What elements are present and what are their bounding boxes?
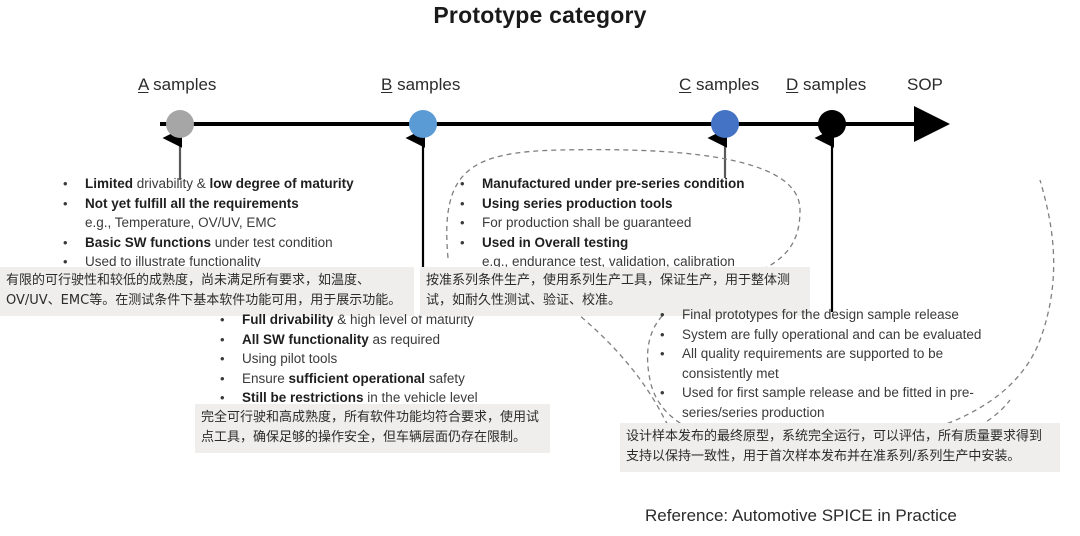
bullet-text: Using pilot tools bbox=[242, 351, 338, 366]
bullet-text: All quality requirements are supported t… bbox=[682, 346, 944, 361]
bullet-dot-icon: • bbox=[220, 351, 225, 366]
bullet-dot-icon: • bbox=[460, 176, 465, 191]
bullet-item: • Limited drivability & low degree of mat… bbox=[63, 174, 423, 194]
bullet-text: Final prototypes for the design sample r… bbox=[682, 307, 959, 322]
bullet-item: • Still be restrictions in the vehicle le… bbox=[220, 388, 560, 408]
bullet-text: e.g., Temperature, OV/UV, EMC bbox=[85, 215, 277, 230]
bullet-text: Used in Overall testing bbox=[482, 234, 629, 250]
bullet-item: • System are fully operational and can be… bbox=[660, 325, 1040, 345]
translation-box-c-samples: 按准系列条件生产，使用系列生产工具，保证生产，用于整体测试，如耐久性测试、验证、… bbox=[420, 267, 810, 316]
bullet-text: series/series production bbox=[682, 404, 825, 420]
bullet-item: • Used in Overall testing bbox=[460, 233, 805, 253]
bullet-text: Full drivability & high level of maturit… bbox=[242, 312, 474, 327]
milestone-label-c[interactable]: C samples bbox=[679, 75, 759, 95]
bullet-item: • Not yet fulfill all the requirements bbox=[63, 194, 423, 214]
translation-box-d-samples: 设计样本发布的最终原型，系统完全运行，可以评估，所有质量要求得到支持以保持一致性… bbox=[620, 423, 1060, 472]
bullet-dot-icon: • bbox=[220, 331, 225, 347]
reference-note: Reference: Automotive SPICE in Practice bbox=[645, 506, 957, 525]
bullet-item: •series/series production bbox=[660, 403, 1040, 423]
bullet-text: Using series production tools bbox=[482, 195, 673, 211]
bullet-dot-icon: • bbox=[63, 176, 68, 191]
bullet-block-c-samples: • Manufactured under pre-series condition… bbox=[460, 174, 805, 272]
bullet-dot-icon: • bbox=[220, 370, 225, 386]
milestone-letter-c: C bbox=[679, 75, 692, 94]
bullet-dot-icon: • bbox=[63, 195, 68, 211]
bullet-item: •consistently met bbox=[660, 364, 1040, 384]
milestone-label-sop[interactable]: SOP bbox=[907, 75, 943, 95]
bullet-item: • Used for first sample release and be fi… bbox=[660, 383, 1040, 403]
bullet-text: For production shall be guaranteed bbox=[482, 215, 692, 230]
bullet-item: • All quality requirements are supported … bbox=[660, 344, 1040, 364]
bullet-item: • Used to illustrate functionality bbox=[63, 252, 423, 272]
bullet-dot-icon: • bbox=[63, 234, 68, 250]
milestone-marker-c bbox=[711, 110, 739, 138]
translation-box-b-samples: 完全可行驶和高成熟度，所有软件功能均符合要求，使用试点工具，确保足够的操作安全，… bbox=[195, 404, 550, 453]
milestone-marker-b bbox=[409, 110, 437, 138]
bullet-item: • All SW functionality as required bbox=[220, 330, 560, 350]
milestone-rest-sop: SOP bbox=[907, 75, 943, 94]
milestone-rest-c: samples bbox=[691, 75, 760, 94]
milestone-label-d[interactable]: D samples bbox=[786, 75, 866, 95]
bullet-text: System are fully operational and can be … bbox=[682, 326, 982, 342]
bullet-item: • Ensure sufficient operational safety bbox=[220, 369, 560, 389]
milestone-letter-b: B bbox=[381, 75, 393, 94]
bullet-dot-icon: • bbox=[660, 385, 665, 400]
page-title: Prototype category bbox=[433, 2, 647, 28]
bullet-block-d-samples: • Final prototypes for the design sample … bbox=[660, 305, 1040, 422]
translation-box-a-samples: 有限的可行驶性和较低的成熟度，尚未满足所有要求，如温度、OV/UV、EMC等。在… bbox=[0, 267, 414, 316]
bullet-item: •e.g., Temperature, OV/UV, EMC bbox=[63, 213, 423, 233]
milestone-label-b[interactable]: B samples bbox=[381, 75, 460, 95]
bullet-dot-icon: • bbox=[460, 195, 465, 211]
bullet-dot-icon: • bbox=[460, 215, 465, 230]
bullet-text: consistently met bbox=[682, 365, 779, 381]
milestone-rest-d: samples bbox=[798, 75, 867, 94]
bullet-dot-icon: • bbox=[660, 326, 665, 342]
bullet-block-a-samples: • Limited drivability & low degree of mat… bbox=[63, 174, 423, 272]
bullet-text: Ensure sufficient operational safety bbox=[242, 370, 465, 386]
milestone-marker-d bbox=[818, 110, 846, 138]
bullet-dot-icon: • bbox=[460, 234, 465, 250]
milestone-letter-a: A bbox=[138, 75, 149, 94]
bullet-dot-icon: • bbox=[220, 312, 225, 327]
bullet-block-b-samples: • Full drivability & high level of maturi… bbox=[220, 310, 560, 408]
milestone-letter-d: D bbox=[786, 75, 799, 94]
bullet-item: • Basic SW functions under test condition bbox=[63, 233, 423, 253]
bullet-text: Limited drivability & low degree of matu… bbox=[85, 176, 354, 191]
bullet-text: Manufactured under pre-series condition bbox=[482, 176, 745, 191]
bullet-item: • Final prototypes for the design sample … bbox=[660, 305, 1040, 325]
bullet-item: •e.g., endurance test, validation, calib… bbox=[460, 252, 805, 272]
bullet-dot-icon: • bbox=[220, 390, 225, 405]
milestone-label-a[interactable]: A samples bbox=[138, 75, 216, 95]
bullet-dot-icon: • bbox=[63, 254, 68, 269]
milestone-rest-b: samples bbox=[392, 75, 461, 94]
bullet-text: Used for first sample release and be fit… bbox=[682, 385, 974, 400]
bullet-item: • Using pilot tools bbox=[220, 349, 560, 369]
milestone-marker-a bbox=[166, 110, 194, 138]
bullet-dot-icon: • bbox=[660, 346, 665, 361]
milestone-rest-a: samples bbox=[148, 75, 217, 94]
bullet-dot-icon: • bbox=[660, 307, 665, 322]
bullet-item: • For production shall be guaranteed bbox=[460, 213, 805, 233]
bullet-text: e.g., endurance test, validation, calibr… bbox=[482, 254, 735, 269]
bullet-text: Still be restrictions in the vehicle lev… bbox=[242, 390, 478, 405]
bullet-item: • Full drivability & high level of maturi… bbox=[220, 310, 560, 330]
bullet-item: • Using series production tools bbox=[460, 194, 805, 214]
bullet-item: • Manufactured under pre-series condition bbox=[460, 174, 805, 194]
bullet-text: Basic SW functions under test condition bbox=[85, 234, 333, 250]
bullet-text: All SW functionality as required bbox=[242, 331, 441, 347]
bullet-text: Not yet fulfill all the requirements bbox=[85, 195, 299, 211]
bullet-text: Used to illustrate functionality bbox=[85, 254, 261, 269]
